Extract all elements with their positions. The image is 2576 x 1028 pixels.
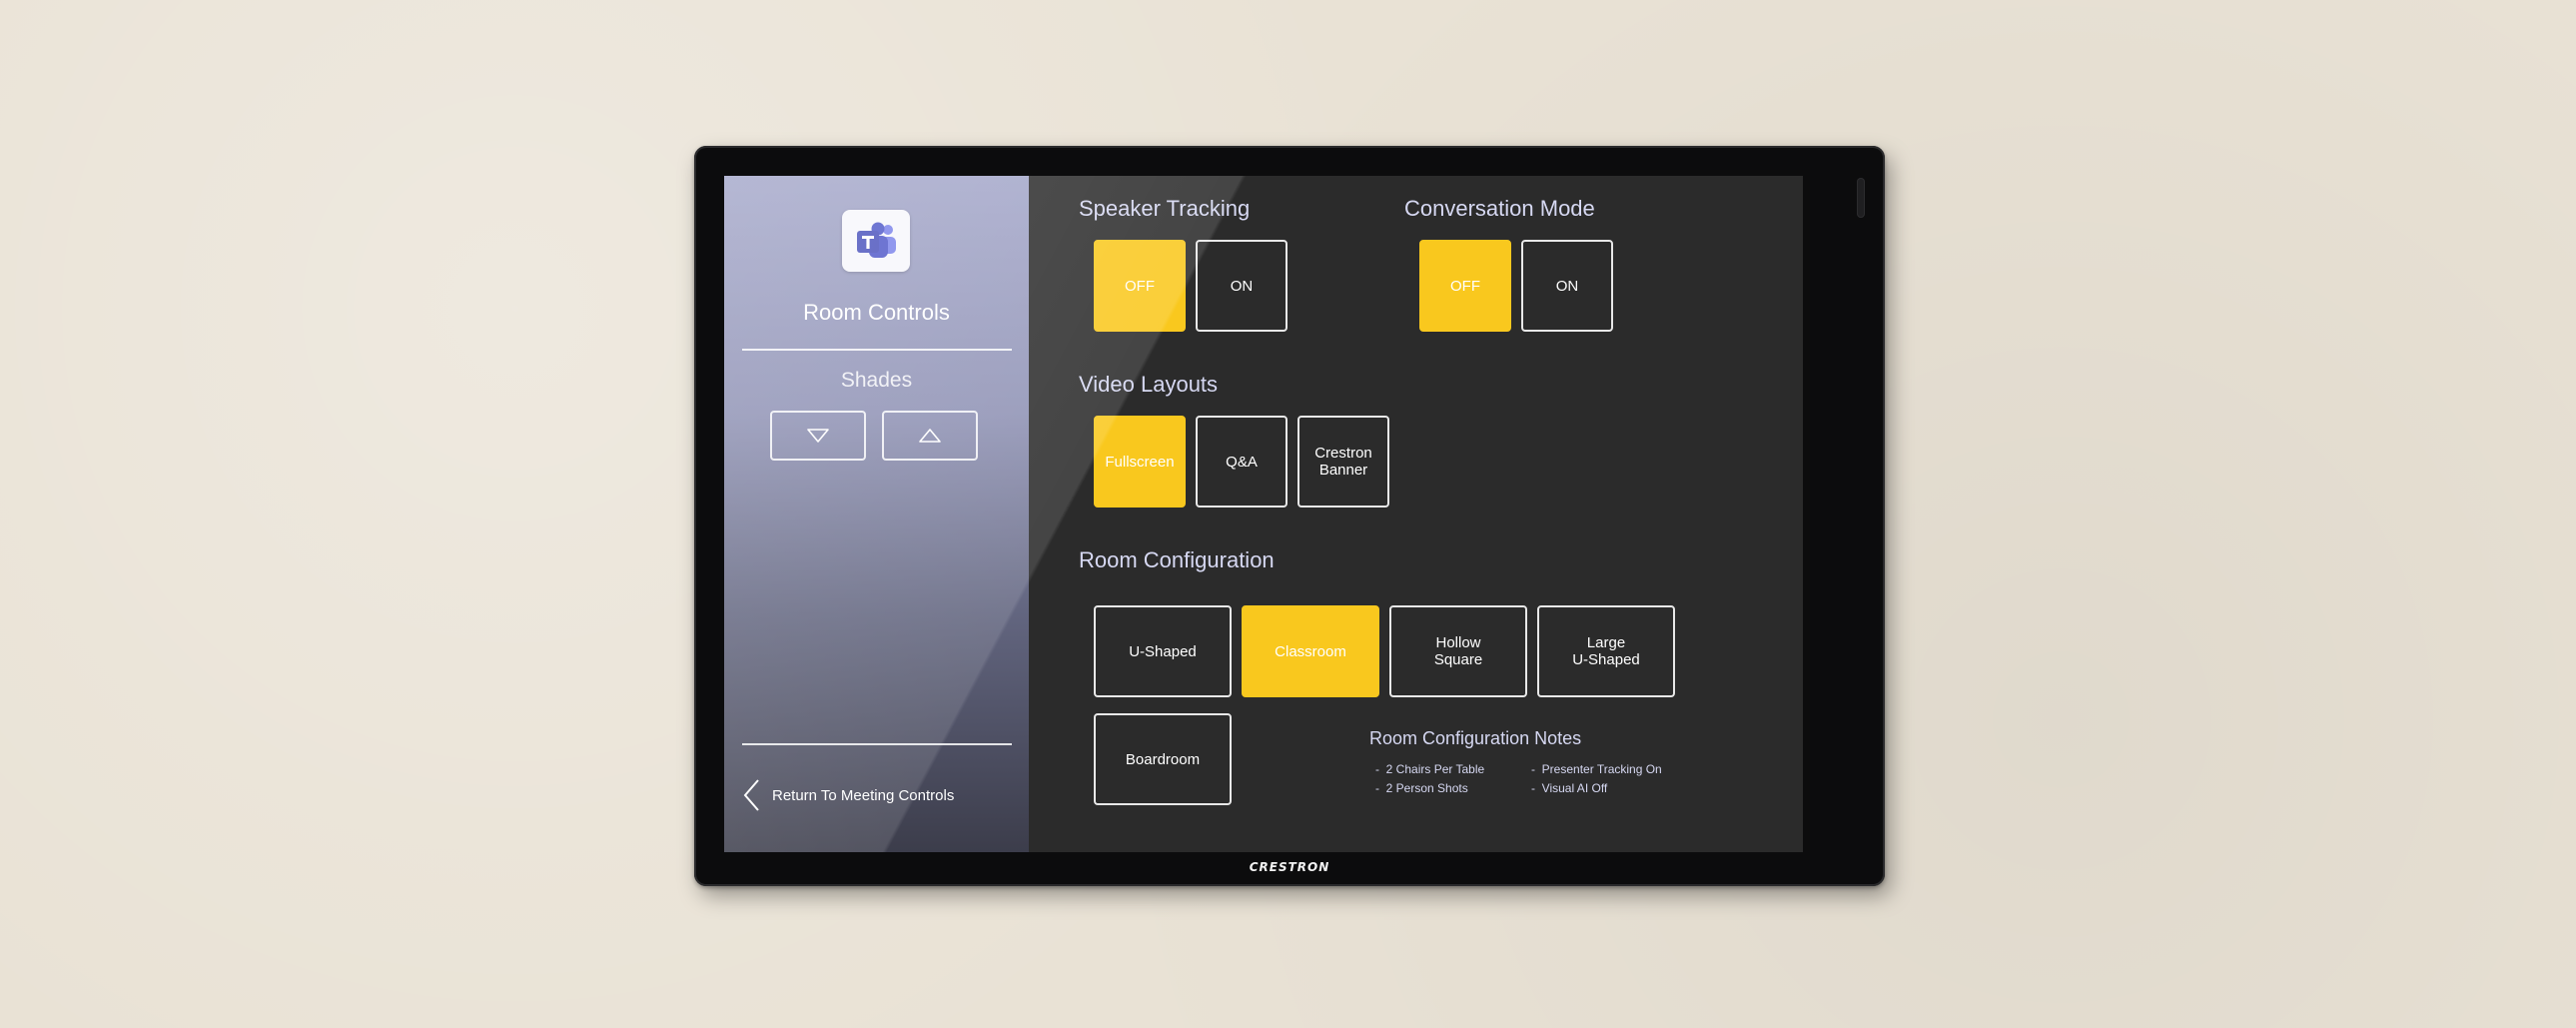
proximity-sensor bbox=[1857, 178, 1865, 218]
config-classroom-button[interactable]: Classroom bbox=[1242, 605, 1379, 697]
config-boardroom-button[interactable]: Boardroom bbox=[1094, 713, 1232, 805]
divider bbox=[742, 349, 1012, 351]
speaker-tracking-on-button[interactable]: ON bbox=[1196, 240, 1288, 332]
conversation-mode-on-button[interactable]: ON bbox=[1521, 240, 1613, 332]
room-configuration-title: Room Configuration bbox=[1079, 547, 1275, 572]
note-item: - Presenter Tracking On bbox=[1531, 762, 1662, 776]
speaker-tracking-off-button[interactable]: OFF bbox=[1094, 240, 1186, 332]
touch-screen: Room Controls Shades Return To Meeting C… bbox=[724, 176, 1803, 852]
config-large-u-shaped-button[interactable]: Large U-Shaped bbox=[1537, 605, 1675, 697]
conversation-mode-title: Conversation Mode bbox=[1404, 196, 1595, 221]
triangle-up-icon bbox=[919, 429, 941, 443]
shades-up-button[interactable] bbox=[882, 411, 978, 461]
triangle-down-icon bbox=[807, 429, 829, 443]
touch-panel-device: Room Controls Shades Return To Meeting C… bbox=[694, 146, 1885, 886]
conversation-mode-off-button[interactable]: OFF bbox=[1419, 240, 1511, 332]
return-label: Return To Meeting Controls bbox=[772, 786, 955, 804]
room-configuration-notes-title: Room Configuration Notes bbox=[1369, 728, 1582, 748]
shades-down-button[interactable] bbox=[770, 411, 866, 461]
layout-qa-button[interactable]: Q&A bbox=[1196, 416, 1288, 508]
device-brand-logo: CRESTRON bbox=[1249, 860, 1330, 874]
sidebar-title: Room Controls bbox=[803, 300, 950, 325]
sidebar: Room Controls Shades Return To Meeting C… bbox=[724, 176, 1029, 852]
config-hollow-square-button[interactable]: Hollow Square bbox=[1389, 605, 1527, 697]
speaker-tracking-title: Speaker Tracking bbox=[1079, 196, 1251, 221]
divider bbox=[742, 743, 1012, 745]
note-item: - 2 Chairs Per Table bbox=[1375, 762, 1485, 776]
layout-fullscreen-button[interactable]: Fullscreen bbox=[1094, 416, 1186, 508]
shades-label: Shades bbox=[840, 369, 913, 392]
layout-crestron-banner-button[interactable]: Crestron Banner bbox=[1297, 416, 1389, 508]
chevron-left-icon bbox=[743, 779, 759, 811]
note-item: - Visual AI Off bbox=[1531, 781, 1608, 795]
video-layouts-title: Video Layouts bbox=[1079, 372, 1219, 397]
config-u-shaped-button[interactable]: U-Shaped bbox=[1094, 605, 1232, 697]
teams-icon[interactable] bbox=[842, 210, 910, 272]
return-to-meeting-controls-button[interactable]: Return To Meeting Controls bbox=[742, 775, 1012, 815]
note-item: - 2 Person Shots bbox=[1375, 781, 1468, 795]
